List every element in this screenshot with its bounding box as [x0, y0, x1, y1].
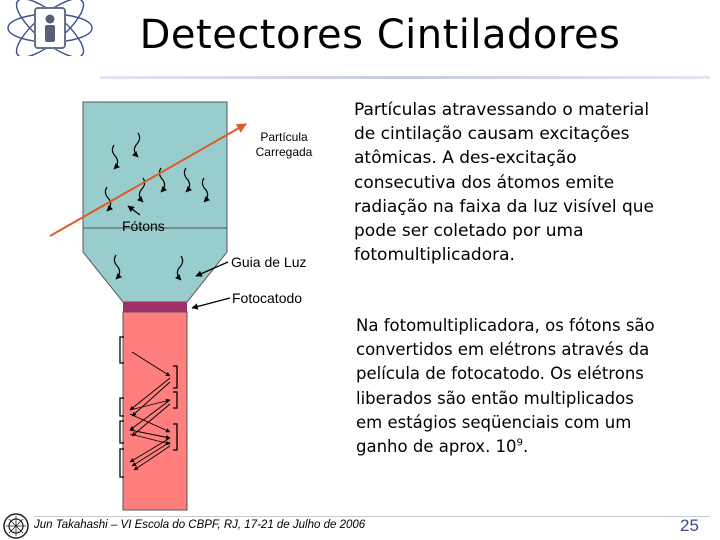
photomultiplier-paragraph: Na fotomultiplicadora, os fótons são con…	[356, 314, 656, 459]
scintillation-paragraph: Partículas atravessando o material de ci…	[354, 100, 654, 266]
page-title: Detectores Cintiladores	[139, 12, 621, 58]
page-number: 25	[680, 516, 699, 535]
scintillator-block	[82, 101, 228, 229]
footer-divider	[34, 516, 710, 517]
title-divider	[100, 76, 710, 79]
dynode-chain	[119, 336, 178, 478]
photons-label: Fótons	[122, 218, 165, 234]
photomultiplier-paragraph-text: Na fotomultiplicadora, os fótons são con…	[356, 316, 655, 457]
charged-particle-label-line1: Partícula	[260, 130, 308, 144]
gain-exponent: 9	[516, 437, 523, 449]
light-guide-pointer	[195, 261, 229, 277]
photocathode-layer	[123, 302, 187, 312]
atom-logo-icon	[7, 0, 93, 56]
light-guide	[82, 227, 228, 303]
charged-particle-track	[49, 123, 247, 237]
charged-particle-label: Partícula Carregada	[244, 130, 324, 160]
photocathode-label: Fotocatodo	[232, 290, 303, 306]
scintillator-detector-diagram	[49, 101, 247, 511]
university-seal-icon	[3, 513, 29, 539]
photons-pointer	[127, 205, 141, 216]
photocathode-pointer	[191, 297, 231, 310]
charged-particle-label-line2: Carregada	[255, 145, 313, 159]
paragraph-end: .	[522, 437, 529, 457]
photon-arrows	[104, 132, 210, 281]
light-guide-label: Guia de Luz	[231, 254, 307, 270]
electron-paths	[129, 351, 171, 471]
footer-credit: Jun Takahashi – VI Escola do CBPF, RJ, 1…	[34, 519, 366, 531]
